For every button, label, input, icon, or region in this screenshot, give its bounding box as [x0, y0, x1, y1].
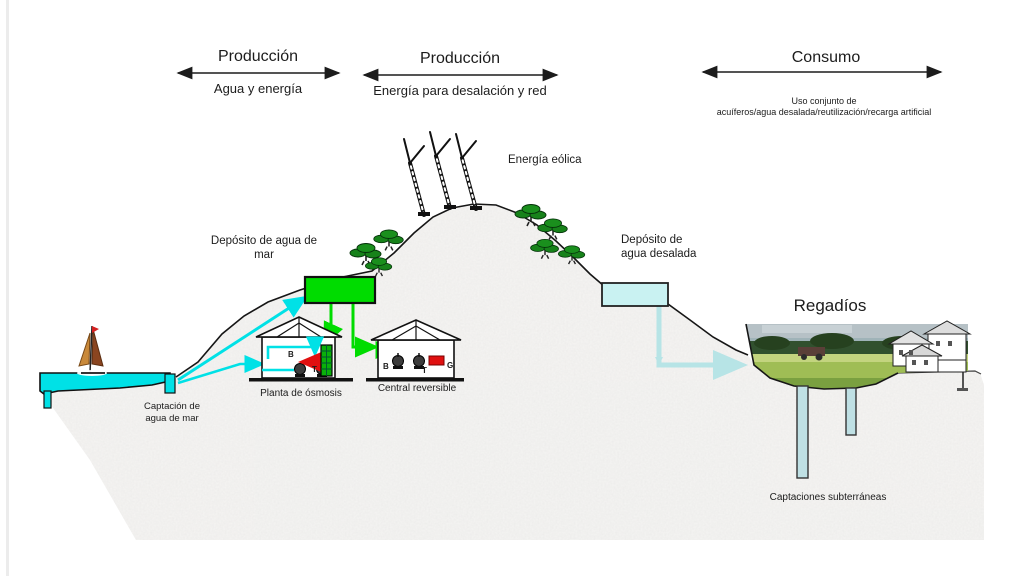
house-windows [899, 341, 952, 365]
osmosis-label: Planta de ósmosis [260, 388, 342, 399]
osmosis-building: B T [249, 316, 353, 382]
boat-jib [78, 332, 91, 367]
header-title-2: Producción [420, 50, 500, 67]
header-subtitle-3a: Uso conjunto de [791, 96, 856, 106]
sea-intake-shaft [164, 373, 176, 394]
intake-label-line2: agua de mar [145, 413, 198, 424]
house-pipe-base [957, 388, 968, 391]
header-title-1: Producción [218, 48, 298, 65]
reversible-letter-b: B [383, 362, 389, 371]
wind-turbine [403, 138, 430, 217]
boat-flag [92, 326, 99, 333]
pipe-deposit-to-reversible [351, 303, 379, 358]
wind-energy-label: Energía eólica [508, 154, 582, 166]
osmosis-internal-loop [266, 336, 325, 359]
photo-edge-outline [745, 323, 899, 390]
boat-mainsail [91, 328, 104, 367]
header-subtitle-2: Energía para desalación y red [373, 83, 546, 98]
osmosis-membrane-grid [321, 345, 332, 376]
reversible-machine-marks [397, 353, 420, 357]
osmosis-roof-truss [256, 317, 342, 338]
header-title-3: Consumo [792, 49, 861, 66]
wells-label: Captaciones subterráneas [770, 492, 887, 503]
osmosis-letter-t: T [312, 365, 317, 374]
reversible-turbine-base [414, 366, 424, 369]
header-subtitle-1: Agua y energía [214, 81, 303, 96]
reversible-ground-slab [366, 378, 464, 382]
seawater-deposit-label-line2: mar [254, 249, 274, 261]
header-section-production-energy: Producción Energía para desalación y red [362, 50, 559, 98]
tractor [798, 347, 825, 356]
sea [39, 372, 176, 409]
reversible-pump [392, 355, 404, 367]
pipe-corner-arrow [655, 357, 663, 365]
reversible-label: Central reversible [378, 383, 457, 394]
osmosis-pump-1 [294, 363, 306, 375]
header-section-consumption: Consumo Uso conjunto de acuíferos/agua d… [701, 49, 943, 117]
page-edge-strip [6, 0, 9, 576]
sea-left-sump [43, 390, 52, 409]
reversible-building: B T G [366, 319, 464, 382]
boat-mast [89, 325, 93, 374]
wind-turbine [455, 133, 482, 211]
pipe-sea-to-osmosis [177, 354, 266, 385]
house-front [905, 355, 939, 373]
header-subtitle-3b: acuíferos/agua desalada/reutilización/re… [717, 107, 932, 117]
well-short [845, 387, 857, 436]
reversible-letter-g: G [447, 361, 453, 370]
osmosis-ground-slab [249, 378, 353, 382]
osmosis-pump-base-1 [295, 374, 305, 377]
house-left-roof [887, 330, 935, 345]
irrigation-label: Regadíos [794, 296, 867, 315]
sailboat [77, 325, 107, 376]
reversible-roof-truss [371, 320, 461, 341]
intake-label-line1: Captación de [144, 401, 200, 412]
reversible-generator-block [428, 355, 445, 366]
reversible-letter-t: T [422, 366, 427, 375]
reversible-turbine [413, 355, 425, 367]
pipe-sea-to-deposit [177, 295, 309, 382]
desalinated-deposit-label-line1: Depósito de [621, 234, 682, 246]
well-long [796, 385, 809, 479]
reversible-pump-base [393, 366, 403, 369]
wind-farm [403, 131, 482, 217]
header-section-production-water: Producción Agua y energía [176, 48, 341, 96]
osmosis-letter-b: B [288, 350, 294, 359]
desalinated-deposit [601, 282, 669, 307]
wind-turbine [429, 131, 456, 210]
houses [887, 320, 972, 391]
desalinated-deposit-label-line2: agua desalada [621, 248, 697, 260]
house-back-roof [922, 320, 972, 335]
house-garage [937, 359, 967, 373]
underground-wells [796, 385, 857, 479]
seawater-deposit [303, 275, 377, 305]
seawater-deposit-label-line1: Depósito de agua de [211, 235, 317, 247]
